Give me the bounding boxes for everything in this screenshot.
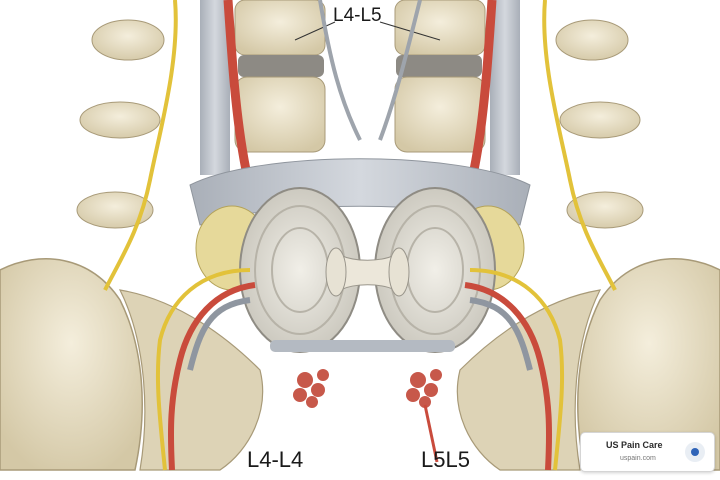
bridge-cap-left bbox=[325, 247, 347, 297]
right-nerve-root-cluster bbox=[406, 369, 442, 408]
right-level-label: L5L5 bbox=[421, 447, 470, 472]
left-artery bbox=[223, 0, 251, 171]
right-iliac-bone bbox=[577, 258, 720, 471]
left-level-label: L4-L4 bbox=[247, 447, 304, 472]
left-iliac-bone bbox=[0, 258, 143, 471]
watermark-badge: US Pain Care uspain.com bbox=[580, 432, 715, 472]
center-cord-left bbox=[318, 0, 362, 141]
right-gray-vessel bbox=[469, 297, 533, 371]
badge-brand-name: US Pain Care bbox=[606, 440, 663, 450]
lower-band bbox=[270, 340, 455, 352]
left-vertebra-lower bbox=[234, 76, 326, 153]
left-transverse-process-mid bbox=[76, 191, 154, 229]
left-nerve-root-cluster bbox=[293, 369, 329, 408]
badge-url: uspain.com bbox=[620, 455, 656, 462]
right-vertebra-lower bbox=[394, 76, 486, 153]
right-vessel-lower bbox=[464, 282, 553, 471]
left-vertebral-disc-upper bbox=[238, 55, 324, 77]
leader-line-left bbox=[294, 21, 336, 41]
top-vertebra-label: L4-L5 bbox=[333, 5, 382, 26]
left-gray-vessel bbox=[187, 297, 251, 371]
right-transverse-process-top bbox=[555, 19, 629, 61]
left-nerve-upper bbox=[103, 0, 178, 291]
left-ligament-band bbox=[200, 0, 230, 175]
right-vertebral-disc-upper bbox=[396, 55, 482, 77]
right-nerve-lower bbox=[469, 268, 565, 471]
brand-logo-icon bbox=[685, 442, 705, 462]
right-sacral-bone bbox=[456, 289, 602, 471]
right-nerve-upper bbox=[542, 0, 617, 291]
bridge-cap-right bbox=[388, 247, 410, 297]
right-descending-vessel bbox=[423, 404, 439, 463]
center-cord-right bbox=[378, 0, 422, 141]
right-transverse-process-upper bbox=[559, 101, 641, 139]
left-transverse-process-top bbox=[91, 19, 165, 61]
left-sacral-bone bbox=[118, 289, 264, 471]
left-vertebra-upper bbox=[234, 0, 326, 56]
disc-bridge bbox=[339, 254, 396, 291]
right-artery bbox=[469, 0, 497, 171]
right-ligament-band bbox=[490, 0, 520, 175]
left-vessel-lower bbox=[167, 282, 256, 471]
left-nerve-lower bbox=[155, 268, 251, 471]
left-transverse-process-upper bbox=[79, 101, 161, 139]
right-transverse-process-mid bbox=[566, 191, 644, 229]
leader-line-right bbox=[379, 21, 441, 41]
